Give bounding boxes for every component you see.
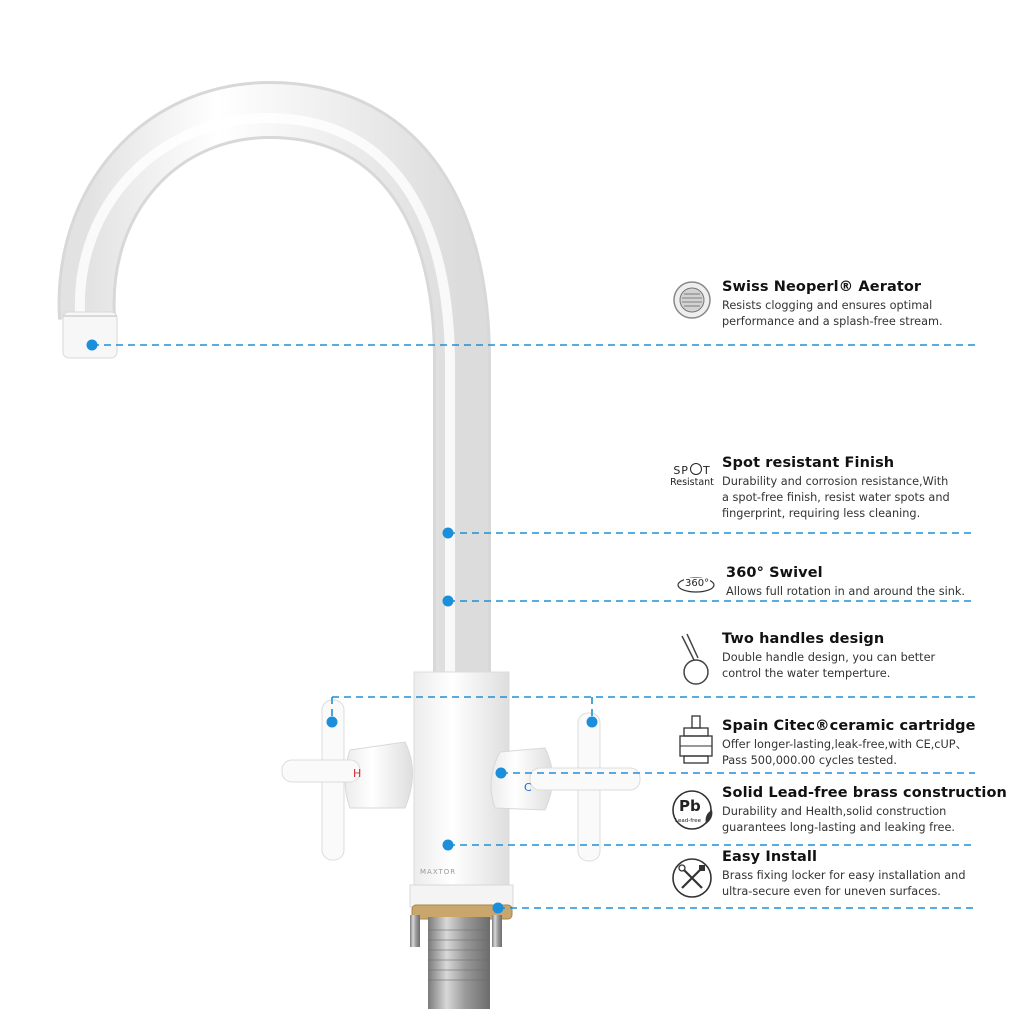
leader-lines xyxy=(92,344,975,909)
feature-easy-install: Easy Install Brass fixing locker for eas… xyxy=(722,849,966,900)
feature-title: Two handles design xyxy=(722,631,885,647)
cold-handle-housing xyxy=(490,747,553,811)
feature-description: Double handle design, you can better con… xyxy=(722,651,936,680)
feature-two-handles: Two handles design Double handle design,… xyxy=(722,631,935,682)
swivel-360-icon: 360° xyxy=(676,576,716,594)
hot-label: H xyxy=(353,767,362,780)
cold-label: C xyxy=(524,781,532,794)
feature-title: 360° Swivel xyxy=(726,565,823,581)
threaded-shank xyxy=(428,917,490,1009)
callout-dots xyxy=(86,339,598,914)
feature-description: Durability and Health,solid construction… xyxy=(722,805,956,834)
cartridge-icon xyxy=(679,715,713,764)
feature-spot-resistant: Spot resistant Finish Durability and cor… xyxy=(722,455,950,522)
lead-free-icon: Pb Lead-free xyxy=(670,788,716,834)
feature-title: Solid Lead-free brass construction xyxy=(722,785,1007,801)
handle-icon xyxy=(681,633,709,685)
feature-lead-free: Solid Lead-free brass construction Durab… xyxy=(722,785,1007,836)
feature-swivel: 360° Swivel Allows full rotation in and … xyxy=(726,565,965,600)
feature-title: Spain Citec®ceramic cartridge xyxy=(722,718,976,734)
feature-title: Swiss Neoperl® Aerator xyxy=(722,279,922,295)
aerator-icon xyxy=(673,281,711,319)
tools-icon xyxy=(672,858,712,898)
feature-description: Allows full rotation in and around the s… xyxy=(726,585,966,598)
feature-description: Offer longer-lasting,leak-free,with CE,c… xyxy=(722,738,967,767)
feature-cartridge: Spain Citec®ceramic cartridge Offer long… xyxy=(722,718,976,769)
feature-description: Brass fixing locker for easy installatio… xyxy=(722,869,966,898)
feature-title: Spot resistant Finish xyxy=(722,455,895,471)
feature-description: Resists clogging and ensures optimal per… xyxy=(722,299,943,328)
brand-logo: MAXTOR xyxy=(420,868,457,876)
feature-title: Easy Install xyxy=(722,849,818,865)
feature-aerator: Swiss Neoperl® Aerator Resists clogging … xyxy=(722,279,943,330)
feature-description: Durability and corrosion resistance,With… xyxy=(722,475,950,520)
aerator-tip xyxy=(62,311,118,359)
